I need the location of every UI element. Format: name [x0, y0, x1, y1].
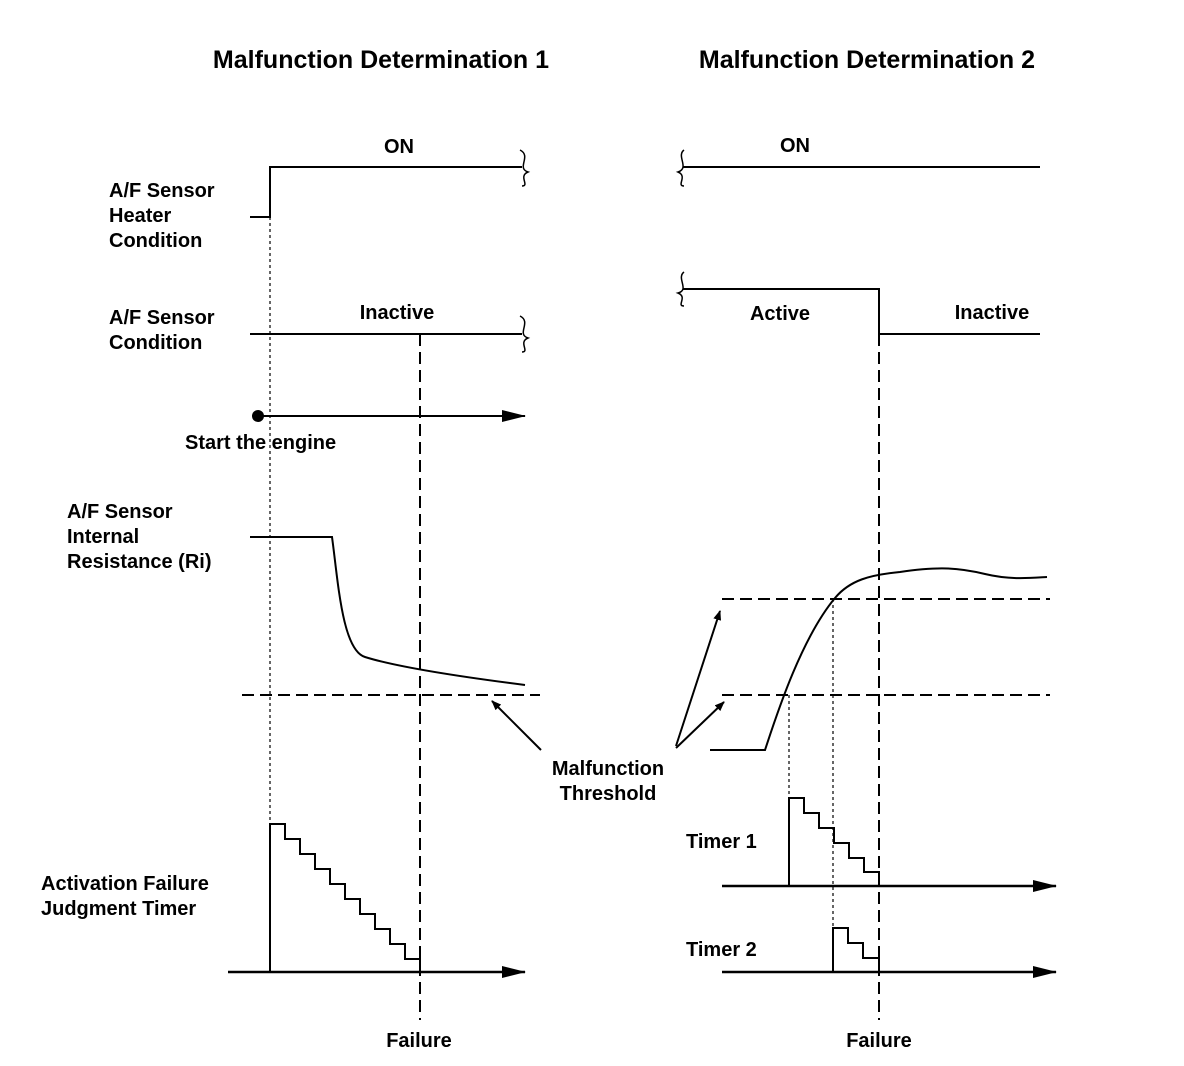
heater-state-right: ON — [780, 135, 810, 157]
svg-text:Malfunction: Malfunction — [552, 758, 664, 780]
sensor-condition-label: A/F Sensor Condition — [109, 307, 215, 354]
failure-label-left: Failure — [386, 1030, 452, 1052]
heater-condition-label: A/F Sensor Heater Condition — [109, 180, 215, 252]
sensor-state-left: Inactive — [360, 302, 434, 324]
break-mark-sensor-left — [519, 315, 531, 353]
sensor-state-inactive: Inactive — [955, 302, 1029, 324]
svg-text:Heater: Heater — [109, 205, 171, 227]
timer2-staircase — [832, 927, 880, 972]
judgment-timer-staircase — [269, 823, 421, 972]
svg-text:Judgment Timer: Judgment Timer — [41, 898, 196, 920]
title-left: Malfunction Determination 1 — [213, 46, 549, 74]
judgment-timer-label: Activation Failure Judgment Timer — [41, 873, 209, 920]
break-mark-heater-left — [519, 149, 531, 187]
svg-text:Condition: Condition — [109, 332, 202, 354]
svg-text:A/F Sensor: A/F Sensor — [67, 501, 173, 523]
svg-text:Activation Failure: Activation Failure — [41, 873, 209, 895]
svg-text:Condition: Condition — [109, 230, 202, 252]
timer1-label: Timer 1 — [686, 831, 757, 853]
break-mark-heater-right — [675, 149, 685, 187]
sensor-state-active: Active — [750, 303, 810, 325]
svg-text:A/F Sensor: A/F Sensor — [109, 307, 215, 329]
heater-signal-left — [250, 166, 522, 218]
timer2-label: Timer 2 — [686, 939, 757, 961]
svg-text:Resistance (Ri): Resistance (Ri) — [67, 551, 212, 573]
threshold-pointer-left — [491, 700, 542, 751]
svg-text:A/F Sensor: A/F Sensor — [109, 180, 215, 202]
resistance-curve-right — [710, 567, 1048, 751]
internal-resistance-label: A/F Sensor Internal Resistance (Ri) — [67, 501, 212, 573]
heater-state-left: ON — [384, 136, 414, 158]
title-right: Malfunction Determination 2 — [699, 46, 1035, 74]
threshold-pointer-right-upper — [675, 610, 722, 747]
timer1-staircase — [788, 797, 880, 886]
break-mark-sensor-right — [675, 271, 685, 307]
threshold-label: Malfunction Threshold — [552, 758, 664, 805]
failure-label-right: Failure — [846, 1030, 912, 1052]
resistance-curve-left — [250, 536, 526, 686]
svg-text:Threshold: Threshold — [560, 783, 657, 805]
threshold-pointer-right-lower — [675, 701, 725, 749]
engine-start-label: Start the engine — [185, 432, 336, 454]
sensor-signal-right — [683, 288, 1040, 335]
svg-text:Internal: Internal — [67, 526, 139, 548]
